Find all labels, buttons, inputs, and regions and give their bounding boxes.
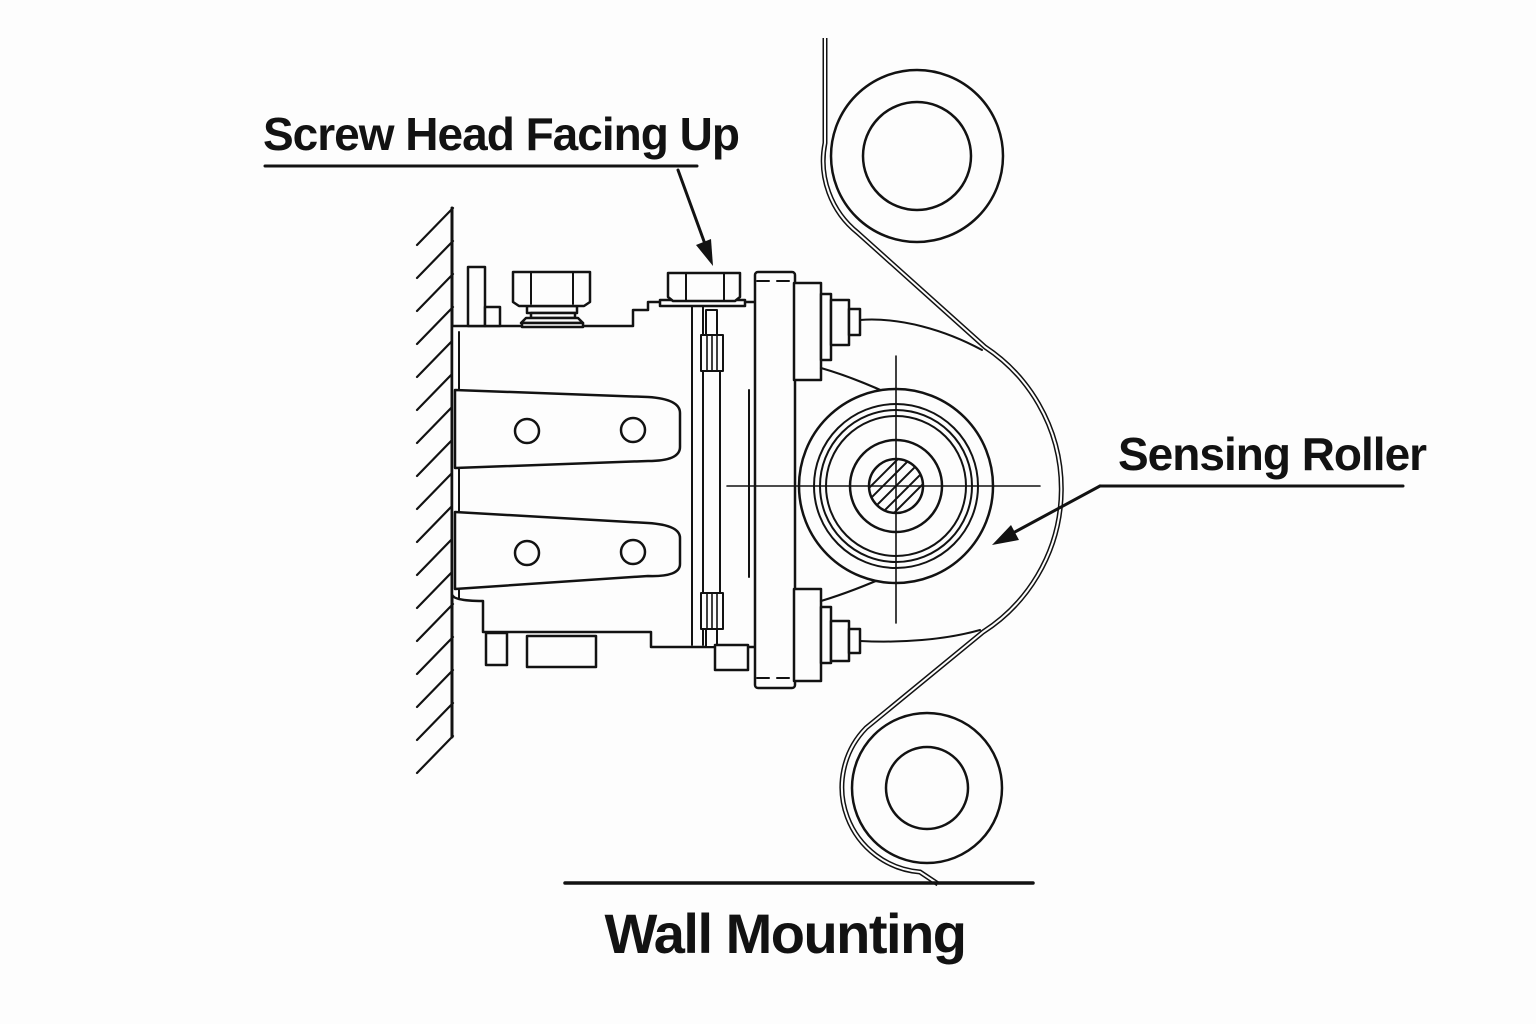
mounting-bracket [453, 388, 682, 591]
bracket-hole [513, 417, 541, 445]
callout-roller-label: Sensing Roller [1118, 428, 1427, 480]
sensor-boss-top [792, 281, 862, 382]
sensing-roller [726, 355, 1041, 624]
bottom-fastener-right [713, 643, 750, 672]
web-guide-top [859, 318, 983, 351]
sensor-boss-bottom [792, 587, 862, 683]
arrowhead-icon [992, 525, 1019, 545]
bottom-fastener-large [525, 634, 598, 669]
wall-hatching [415, 206, 455, 775]
bracket-top-arm [453, 388, 682, 470]
sensor-mounting-plate [753, 270, 797, 690]
bracket-hole [619, 416, 647, 444]
cap-screw-left [511, 270, 592, 329]
callout-screw-leader [676, 168, 707, 246]
hex-head [666, 271, 742, 303]
diagram-title: Wall Mounting [605, 902, 966, 965]
bracket-hole [513, 539, 541, 567]
web-roll-top [829, 68, 1005, 244]
bottom-fastener-small [484, 631, 509, 667]
callout-screw-label: Screw Head Facing Up [263, 108, 739, 160]
web-guide-bottom [859, 629, 981, 643]
machine-body [450, 265, 759, 672]
wall-tab [466, 265, 487, 328]
knurled-adjuster-top [700, 309, 724, 372]
web-roll-bottom [850, 711, 1004, 865]
web-path [820, 38, 1064, 887]
wall-tab-step [483, 305, 502, 328]
wall [415, 206, 455, 775]
callout-roller-leader [1011, 484, 1102, 535]
knurled-adjuster-bottom [700, 592, 724, 648]
screw-head-facing-up [658, 271, 747, 308]
bracket-bottom-arm [453, 510, 682, 591]
callout-screw-head: Screw Head Facing Up [263, 108, 740, 266]
callout-sensing-roller: Sensing Roller [992, 428, 1428, 545]
hex-head [511, 270, 592, 308]
bracket-hole [619, 538, 647, 566]
arrowhead-icon [696, 239, 713, 266]
